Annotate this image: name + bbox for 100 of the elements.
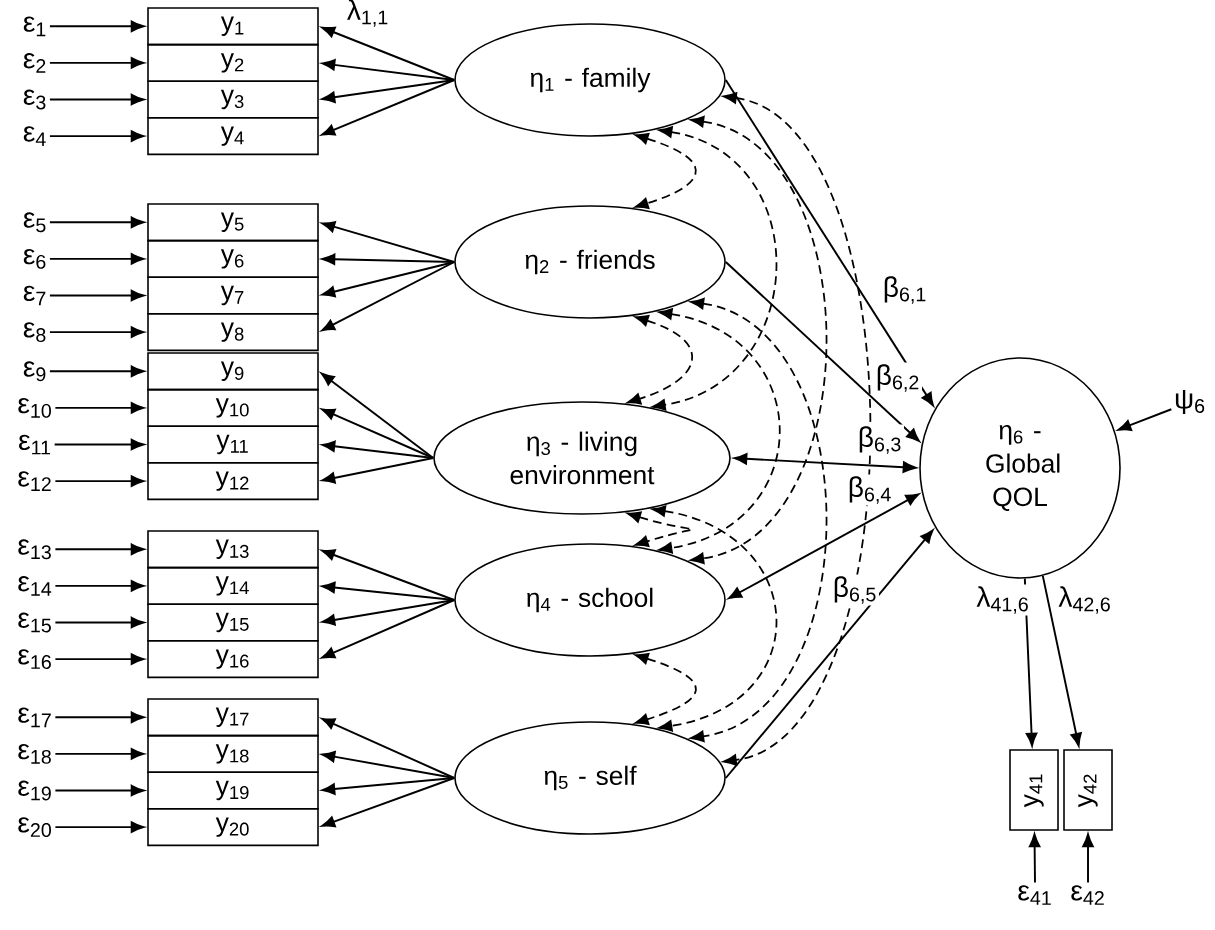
edge-label: λ$_{42,6}$ <box>1056 584 1114 616</box>
indicator-box: y$_{13}$ <box>147 530 319 569</box>
error-term: ε$_{15}$ <box>18 612 51 633</box>
indicator-box: y$_{14}$ <box>147 566 319 605</box>
arrow <box>1117 408 1173 431</box>
error-term: ε$_{2}$ <box>23 53 46 73</box>
arrow <box>1028 833 1041 884</box>
edge-label: λ$_{1,1}$ <box>345 0 391 29</box>
edge-label: β$_{6,3}$ <box>856 424 904 456</box>
arrow <box>321 261 456 298</box>
error-term: ε$_{41}$ <box>1018 885 1051 905</box>
arrow <box>54 543 145 556</box>
arrow <box>321 777 456 795</box>
error-term: ε$_{17}$ <box>18 707 51 728</box>
arrow <box>321 599 456 626</box>
indicator-box: y$_{41}$ <box>1009 749 1059 831</box>
arrow <box>48 365 145 378</box>
arrow <box>321 777 456 828</box>
error-term: ε$_{18}$ <box>18 743 51 764</box>
covariance-arrow <box>658 308 781 554</box>
edge-label: β$_{6,4}$ <box>846 474 894 506</box>
indicator-box: y$_{11}$ <box>147 425 319 464</box>
covariance-arrow <box>690 115 828 565</box>
arrow <box>48 216 145 229</box>
covariance-arrow <box>634 133 697 209</box>
arrow <box>321 79 456 136</box>
indicator-box: y$_{5}$ <box>147 203 319 242</box>
covariance-arrow <box>634 653 697 725</box>
arrow <box>321 457 435 484</box>
arrow <box>321 599 456 659</box>
covariance-arrow <box>651 505 778 732</box>
indicator-box: y$_{15}$ <box>147 603 319 642</box>
arrow <box>54 616 145 629</box>
error-term: ε$_{3}$ <box>23 89 46 110</box>
arrow <box>724 529 934 779</box>
arrow <box>321 79 456 103</box>
error-term: ε$_{20}$ <box>18 817 51 838</box>
indicator-box: y$_{6}$ <box>147 239 319 278</box>
indicator-box: y$_{1}$ <box>147 7 319 46</box>
error-term: ε$_{1}$ <box>23 16 46 37</box>
arrow <box>1041 574 1082 747</box>
indicator-box: y$_{4}$ <box>147 117 319 156</box>
arrow <box>321 549 456 601</box>
indicator-box: y$_{19}$ <box>147 771 319 810</box>
arrow <box>321 408 435 459</box>
arrow <box>48 326 145 338</box>
arrow <box>728 493 920 600</box>
error-term: ε$_{16}$ <box>18 649 51 670</box>
arrow <box>321 221 456 263</box>
indicator-box: y$_{20}$ <box>147 808 319 847</box>
indicator-box: y$_{16}$ <box>147 640 319 679</box>
edge-label: β$_{6,1}$ <box>881 274 929 306</box>
indicator-box: y$_{9}$ <box>147 352 319 391</box>
error-term: ε$_{5}$ <box>23 212 46 233</box>
covariance-arrow <box>690 297 828 743</box>
error-term: ε$_{42}$ <box>1071 885 1104 905</box>
indicator-box: y$_{2}$ <box>147 43 319 82</box>
indicator-box: y$_{7}$ <box>147 276 319 315</box>
indicator-box: y$_{42}$ <box>1063 749 1113 831</box>
arrow <box>48 93 145 106</box>
error-term: ε$_{8}$ <box>23 322 46 343</box>
arrow <box>321 717 456 779</box>
indicator-box: y$_{12}$ <box>147 462 319 501</box>
edge-label: β$_{6,2}$ <box>874 362 922 394</box>
arrow <box>321 26 456 81</box>
error-term: ε$_{14}$ <box>18 576 52 596</box>
error-term: ε$_{13}$ <box>18 539 51 560</box>
arrow <box>48 289 145 302</box>
arrow <box>1082 833 1094 884</box>
arrow <box>48 253 145 265</box>
arrow <box>321 261 456 332</box>
arrow <box>48 20 145 33</box>
arrow <box>54 580 145 592</box>
arrow <box>54 475 145 487</box>
arrow <box>724 79 934 407</box>
arrow <box>54 402 145 414</box>
error-term: ε$_{10}$ <box>18 397 51 418</box>
edge-label: λ$_{41,6}$ <box>974 584 1032 616</box>
arrow <box>54 784 145 797</box>
indicator-box: y$_{17}$ <box>147 698 319 737</box>
arrow <box>320 372 435 459</box>
edge-label: β$_{6,5}$ <box>831 574 879 606</box>
arrow <box>54 711 145 724</box>
indicator-box: y$_{8}$ <box>147 313 319 352</box>
arrow <box>733 453 917 473</box>
error-term: ε$_{4}$ <box>23 126 46 146</box>
arrow <box>724 261 920 442</box>
error-term: ε$_{11}$ <box>19 434 51 455</box>
arrow <box>54 821 145 833</box>
covariance-arrow <box>651 126 778 411</box>
covariance-arrow <box>722 92 872 766</box>
error-term: ε$_{9}$ <box>23 361 46 382</box>
indicator-box: y$_{3}$ <box>147 80 319 119</box>
error-term: ε$_{6}$ <box>23 248 46 269</box>
covariance-arrow <box>626 315 693 405</box>
error-term: ε$_{7}$ <box>23 285 46 306</box>
arrow <box>48 57 145 69</box>
arrow <box>54 653 145 665</box>
disturbance-term: ψ$_{6}$ <box>1175 389 1205 415</box>
indicator-box: y$_{10}$ <box>147 388 319 427</box>
